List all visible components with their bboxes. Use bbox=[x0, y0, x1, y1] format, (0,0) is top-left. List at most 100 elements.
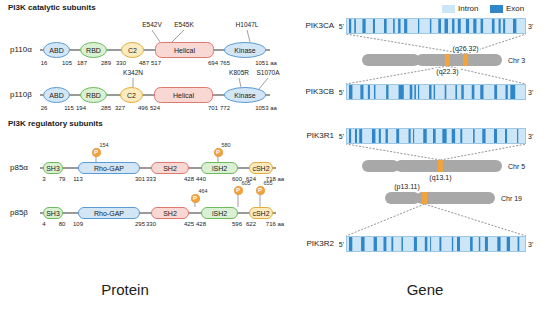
domain-label: cSH2 bbox=[252, 210, 269, 217]
residue-number: 115 bbox=[64, 105, 74, 111]
domain-box: Kinase bbox=[224, 87, 266, 103]
exon-stripe bbox=[396, 129, 399, 143]
domain-label: iSH2 bbox=[212, 165, 227, 172]
band-label: (p13.11) bbox=[393, 183, 421, 190]
exon-stripe bbox=[494, 85, 497, 99]
chromosome-shape bbox=[385, 192, 495, 204]
phospho-site: P464 bbox=[191, 194, 200, 203]
residue-number: 440 bbox=[196, 176, 206, 182]
domain-box: RBD bbox=[80, 87, 107, 103]
exon-stripe bbox=[413, 129, 414, 143]
residue-number: 301 bbox=[135, 176, 145, 182]
exon-stripe bbox=[418, 19, 419, 33]
phospho-tick bbox=[218, 156, 219, 162]
residue-number: 327 bbox=[115, 105, 125, 111]
gene-bar: PIK3CB5'3' bbox=[346, 84, 526, 100]
residue-number: 16 bbox=[41, 60, 48, 66]
dashed-connector bbox=[346, 34, 466, 54]
exon-stripe bbox=[393, 19, 395, 33]
phospho-site: P605 bbox=[234, 186, 243, 195]
exon-stripe bbox=[442, 129, 446, 143]
subunit-name: p85α bbox=[10, 164, 28, 172]
residue-number: 624 bbox=[246, 176, 256, 182]
phospho-letter: P bbox=[236, 187, 240, 193]
domain-rect bbox=[202, 163, 238, 174]
exon-stripe bbox=[349, 129, 351, 143]
exon-stripe bbox=[494, 129, 497, 143]
exon-stripe bbox=[470, 237, 473, 251]
subunit-name: p110α bbox=[10, 46, 32, 54]
strand-end: 5' bbox=[339, 133, 344, 140]
phospho-dot bbox=[256, 186, 265, 195]
exon-stripe bbox=[372, 129, 375, 143]
residue-number: 718 aa bbox=[266, 176, 284, 182]
domain-ellipse bbox=[81, 88, 107, 103]
exon-stripe bbox=[460, 129, 462, 143]
phospho-letter: P bbox=[258, 187, 262, 193]
mutation-tick bbox=[259, 78, 268, 89]
domain-rect bbox=[250, 208, 273, 219]
exon-stripe bbox=[425, 237, 428, 251]
phospho-letter: P bbox=[216, 149, 220, 155]
legend-text: Intron bbox=[458, 5, 478, 13]
residue-number: 428 bbox=[196, 221, 206, 227]
domain-label: C2 bbox=[128, 47, 137, 54]
band-label: (q22.3) bbox=[435, 68, 459, 75]
domain-box: C2 bbox=[120, 87, 143, 103]
strand-end: 5' bbox=[339, 23, 344, 30]
gene-bar: PIK3R25'3' bbox=[346, 236, 526, 252]
exon-stripe bbox=[423, 129, 426, 143]
domain-rect bbox=[155, 88, 213, 103]
mutation-label: E545K bbox=[174, 22, 194, 29]
domain-label: RBD bbox=[86, 47, 101, 54]
domain-label: RBD bbox=[86, 92, 101, 99]
residue-number: 487 bbox=[139, 60, 149, 66]
residue-number: 425 bbox=[184, 221, 194, 227]
residue-number: 187 bbox=[77, 60, 87, 66]
domain-box: RBD bbox=[80, 42, 107, 58]
domain-box: Helical bbox=[154, 87, 213, 103]
strand-end: 3' bbox=[528, 133, 533, 140]
residue-number: 1051 aa bbox=[255, 60, 277, 66]
domain-rect bbox=[79, 163, 140, 174]
mutation-label: S1070A bbox=[256, 70, 279, 77]
domain-rect bbox=[152, 208, 189, 219]
residue-number: 109 bbox=[73, 221, 83, 227]
domain-rect bbox=[44, 208, 63, 219]
exon-stripe bbox=[481, 19, 484, 33]
exon-stripe bbox=[399, 85, 404, 99]
domain-label: Rho-GAP bbox=[94, 210, 124, 217]
domain-box: Helical bbox=[155, 42, 214, 58]
domain-box: ABD bbox=[43, 42, 70, 58]
exon-stripe bbox=[349, 85, 352, 99]
gene-name: PIK3CA bbox=[306, 22, 334, 30]
domain-rect bbox=[156, 43, 214, 58]
band-label: (q13.1) bbox=[428, 174, 452, 181]
exon-stripe bbox=[349, 237, 352, 251]
chromosome: (q26.32)Chr 3(q22.3) bbox=[362, 54, 502, 66]
exon-stripe bbox=[374, 237, 377, 251]
exon-stripe bbox=[445, 19, 448, 33]
exon-stripe bbox=[499, 19, 501, 33]
mutation-label: K805R bbox=[229, 70, 249, 77]
domain-ellipse bbox=[225, 88, 266, 103]
gene-name: PIK3R2 bbox=[306, 240, 334, 248]
exon-stripe bbox=[383, 237, 386, 251]
domain-label: cSH2 bbox=[252, 165, 269, 172]
domain-label: SH3 bbox=[46, 165, 60, 172]
residue-number: 330 bbox=[116, 60, 126, 66]
domain-rect bbox=[202, 208, 238, 219]
exon-stripe bbox=[429, 85, 431, 99]
domain-box: iSH2 bbox=[201, 162, 238, 174]
strand-end: 5' bbox=[339, 241, 344, 248]
exon-stripe bbox=[479, 237, 480, 251]
residue-number: 333 bbox=[146, 176, 156, 182]
exon-stripe bbox=[379, 129, 381, 143]
exon-stripe bbox=[418, 85, 419, 99]
phospho-letter: P bbox=[193, 195, 197, 201]
domain-box: cSH2 bbox=[249, 207, 273, 219]
domain-rect bbox=[79, 208, 140, 219]
exon-stripe bbox=[473, 19, 476, 33]
strand-end: 3' bbox=[528, 89, 533, 96]
domain-label: iSH2 bbox=[212, 210, 227, 217]
